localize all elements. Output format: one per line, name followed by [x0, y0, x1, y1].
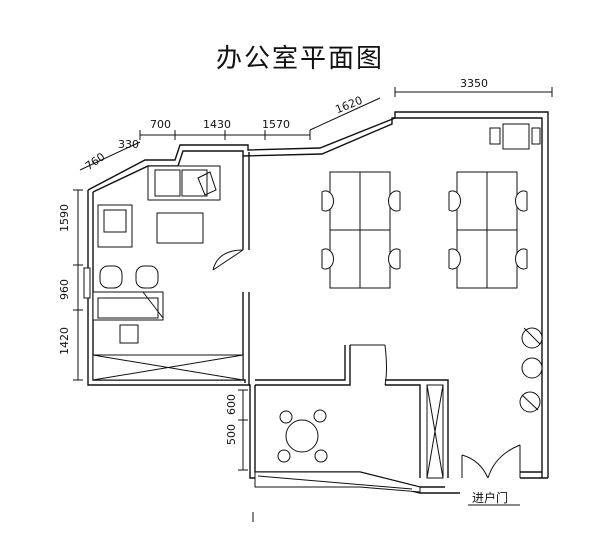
office-furniture [83, 165, 244, 381]
dim-top-1430: 1430 [203, 118, 231, 131]
plan-title: 办公室平面图 [215, 44, 384, 74]
dim-lower-600: 600 [225, 394, 238, 415]
left-dimension-lines [73, 189, 254, 522]
interior-walls [242, 152, 449, 478]
dim-left-1420: 1420 [58, 327, 71, 355]
workstations [321, 123, 541, 289]
entrance-label: 进户门 [472, 490, 508, 505]
dim-top-3350: 3350 [460, 77, 488, 90]
dim-top-700: 700 [150, 118, 171, 131]
dim-left-1590: 1590 [58, 204, 71, 232]
dim-diag-760: 760 [83, 150, 108, 173]
dim-top-1570: 1570 [262, 118, 290, 131]
dim-left-960: 960 [58, 279, 71, 300]
dim-top-330: 330 [118, 138, 139, 151]
right-seating [519, 327, 543, 413]
dim-lower-500: 500 [225, 424, 238, 445]
meeting-table [254, 384, 444, 493]
doors [212, 249, 521, 479]
top-dimension-lines [79, 87, 553, 171]
dim-top-1620: 1620 [333, 94, 364, 117]
